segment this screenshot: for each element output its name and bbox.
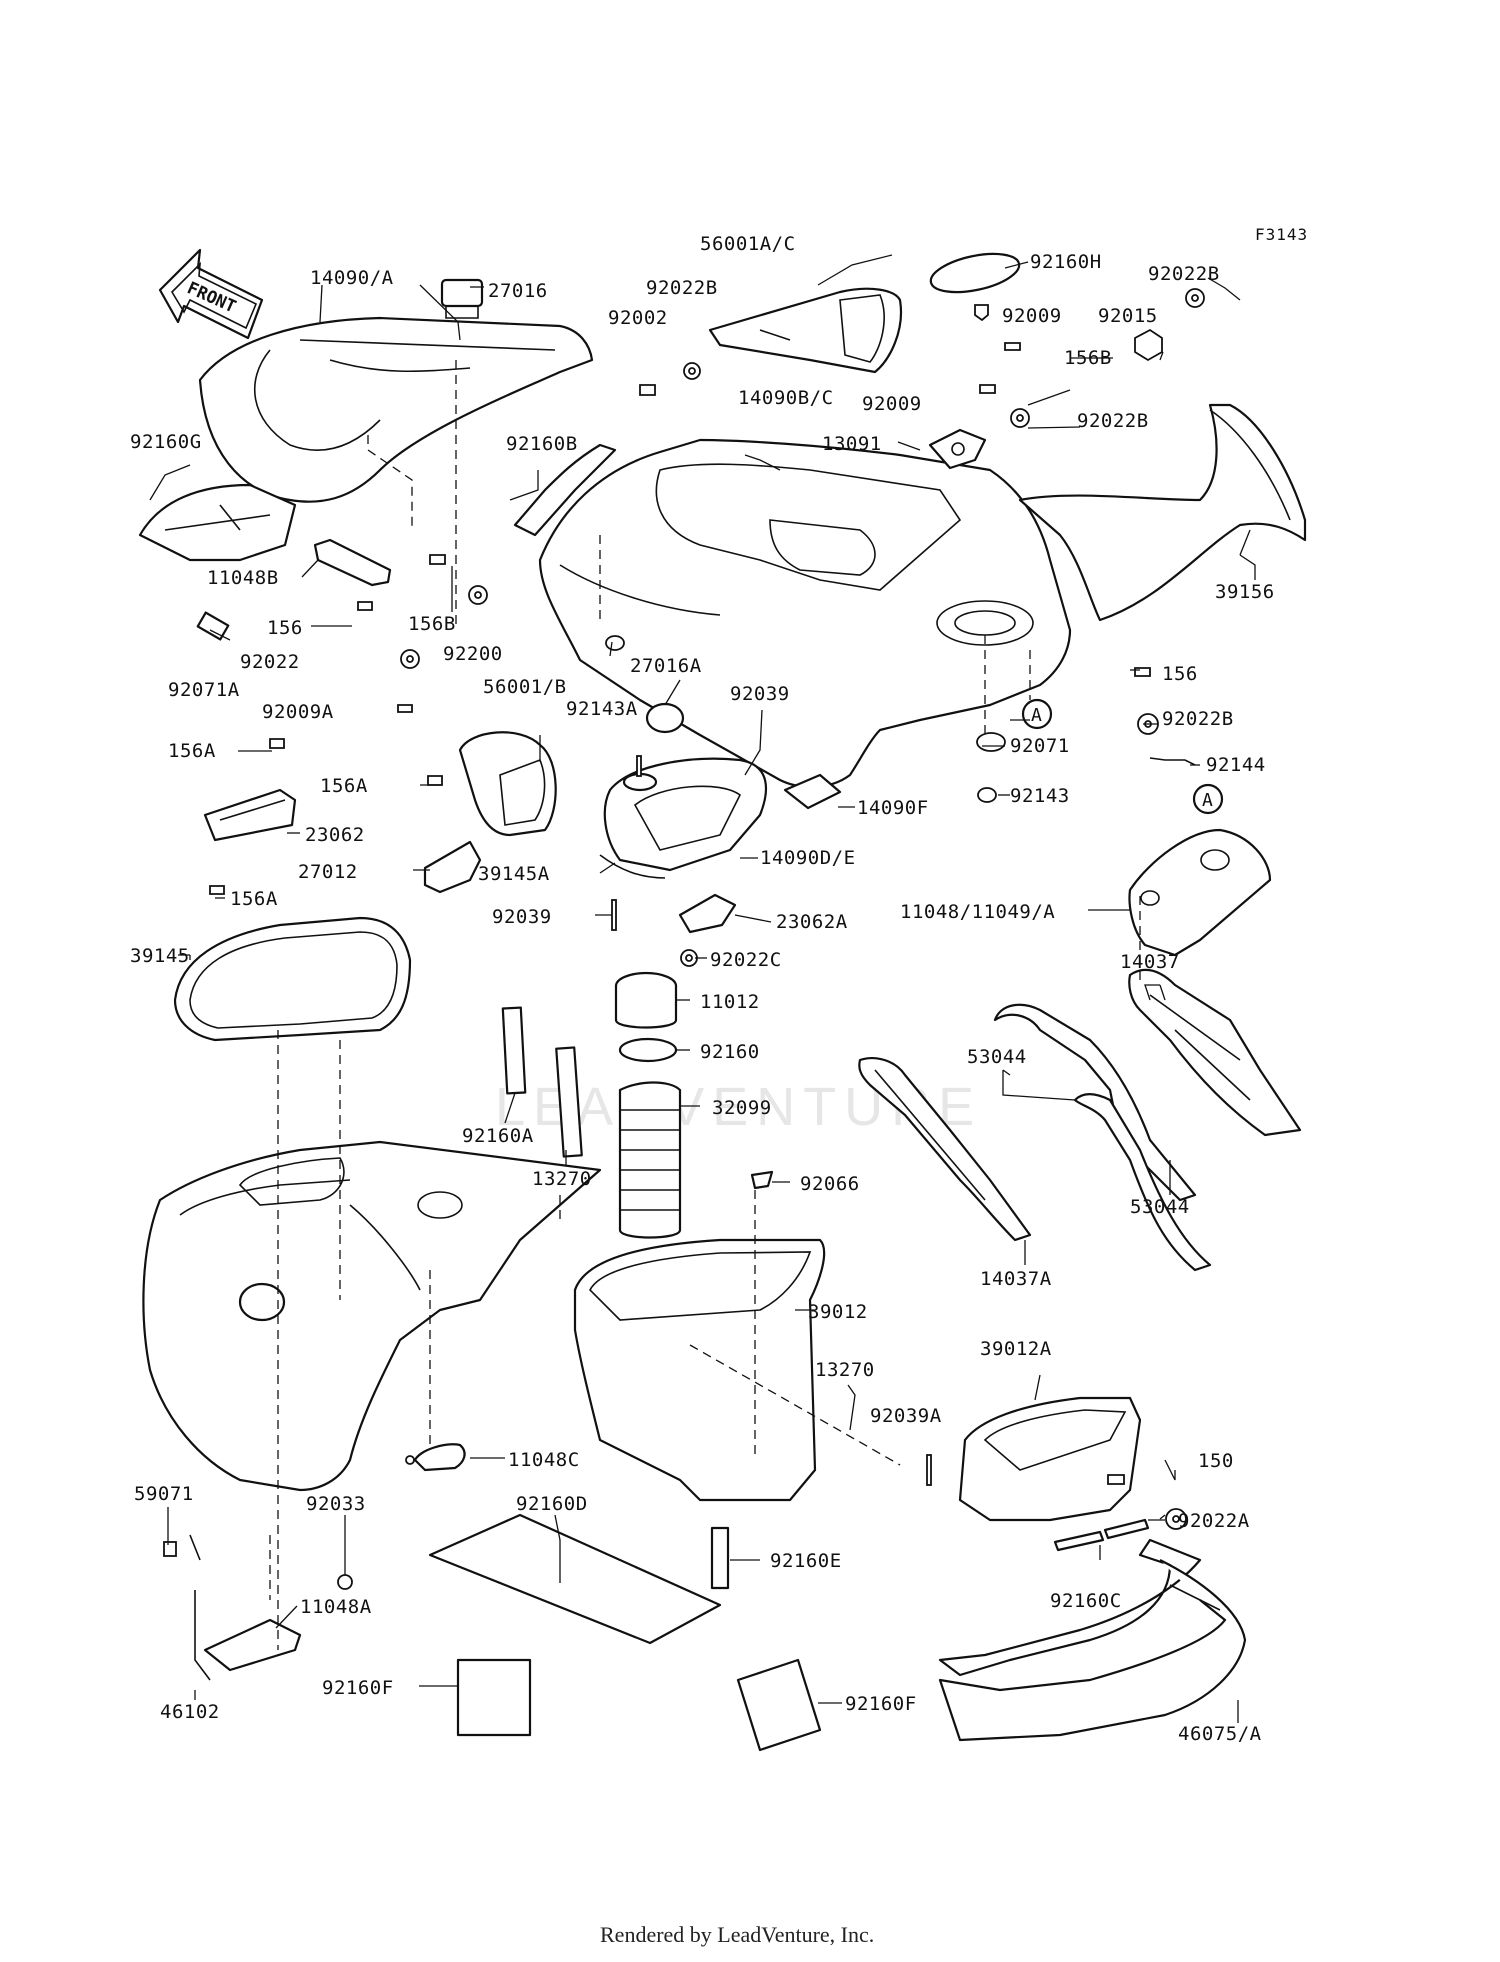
label-92022b-2: 92022B	[646, 277, 718, 299]
label-56001-b: 56001/B	[483, 676, 567, 698]
label-92009-1: 92009	[1002, 305, 1062, 327]
label-53044-1: 53044	[967, 1046, 1027, 1068]
label-11048b: 11048B	[207, 567, 279, 589]
label-59071: 59071	[134, 1483, 194, 1505]
label-92143: 92143	[1010, 785, 1070, 807]
label-92022b-3: 92022B	[1077, 410, 1149, 432]
alignment-lines	[269, 360, 1141, 1650]
label-92160b: 92160B	[506, 433, 578, 455]
label-156a-3: 156A	[230, 888, 278, 910]
label-156b-2: 156B	[408, 613, 456, 635]
label-150: 150	[1198, 1450, 1234, 1472]
label-156a-2: 156A	[320, 775, 368, 797]
label-14090-a: 14090/A	[310, 267, 394, 289]
label-14090d-e: 14090D/E	[760, 847, 856, 869]
label-46102: 46102	[160, 1701, 220, 1723]
label-92071: 92071	[1010, 735, 1070, 757]
leader-lines	[149, 254, 1256, 1723]
label-46075-a: 46075/A	[1178, 1723, 1262, 1745]
callout-circle-a1	[1021, 698, 1053, 730]
label-92022c: 92022C	[710, 949, 782, 971]
front-arrow-icon: FRONT	[158, 248, 264, 340]
label-27012: 27012	[298, 861, 358, 883]
label-14037a: 14037A	[980, 1268, 1052, 1290]
label-92160c: 92160C	[1050, 1590, 1122, 1612]
label-11048-11049-a: 11048/11049/A	[900, 901, 1055, 923]
label-32099: 32099	[712, 1097, 772, 1119]
label-11048a: 11048A	[300, 1596, 372, 1618]
label-23062: 23062	[305, 824, 365, 846]
callout-letter-a2: A	[1202, 790, 1213, 811]
label-92160f-2: 92160F	[845, 1693, 917, 1715]
label-92160e: 92160E	[770, 1550, 842, 1572]
label-156b-1: 156B	[1064, 347, 1112, 369]
label-92022: 92022	[240, 651, 300, 673]
label-92160d: 92160D	[516, 1493, 588, 1515]
label-11012: 11012	[700, 991, 760, 1013]
footer-credit: Rendered by LeadVenture, Inc.	[600, 1922, 874, 1947]
label-14090f: 14090F	[857, 797, 929, 819]
label-27016: 27016	[488, 280, 548, 302]
label-92200: 92200	[443, 643, 503, 665]
label-11048c: 11048C	[508, 1449, 580, 1471]
label-156-2: 156	[1162, 663, 1198, 685]
label-92009a: 92009A	[262, 701, 334, 723]
part-labels: 56001A/C 92160H 92022B 27016 14090/A 920…	[130, 233, 1275, 1745]
label-13270-1: 13270	[532, 1168, 592, 1190]
label-92039-2: 92039	[492, 906, 552, 928]
label-92071a: 92071A	[168, 679, 240, 701]
label-14090b-c: 14090B/C	[738, 387, 834, 409]
label-13270-2: 13270	[815, 1359, 875, 1381]
label-39012a: 39012A	[980, 1338, 1052, 1360]
label-92022a: 92022A	[1178, 1510, 1250, 1532]
label-92144: 92144	[1206, 754, 1266, 776]
label-92022b-1: 92022B	[1148, 263, 1220, 285]
label-92143a: 92143A	[566, 698, 638, 720]
label-14037: 14037	[1120, 951, 1180, 973]
label-92002: 92002	[608, 307, 668, 329]
part-drawings	[138, 252, 1307, 1752]
label-156-1: 156	[267, 617, 303, 639]
label-27016a: 27016A	[630, 655, 702, 677]
label-92033: 92033	[306, 1493, 366, 1515]
label-92039-1: 92039	[730, 683, 790, 705]
label-92066: 92066	[800, 1173, 860, 1195]
label-156a-1: 156A	[168, 740, 216, 762]
label-92015: 92015	[1098, 305, 1158, 327]
label-13091: 13091	[822, 433, 882, 455]
label-56001a-c: 56001A/C	[700, 233, 796, 255]
label-92160: 92160	[700, 1041, 760, 1063]
label-39145a: 39145A	[478, 863, 550, 885]
label-23062a: 23062A	[776, 911, 848, 933]
label-39012: 39012	[808, 1301, 868, 1323]
figure-code: F3143	[1255, 225, 1308, 244]
label-39156: 39156	[1215, 581, 1275, 603]
label-53044-2: 53044	[1130, 1196, 1190, 1218]
label-92160g: 92160G	[130, 431, 202, 453]
label-92160f-1: 92160F	[322, 1677, 394, 1699]
label-92039a: 92039A	[870, 1405, 942, 1427]
callout-circle-a2	[1192, 783, 1224, 815]
label-92160h: 92160H	[1030, 251, 1102, 273]
callout-letter-a1: A	[1031, 705, 1042, 726]
label-92160a: 92160A	[462, 1125, 534, 1147]
label-92022b-4: 92022B	[1162, 708, 1234, 730]
label-39145: 39145	[130, 945, 190, 967]
label-92009-2: 92009	[862, 393, 922, 415]
